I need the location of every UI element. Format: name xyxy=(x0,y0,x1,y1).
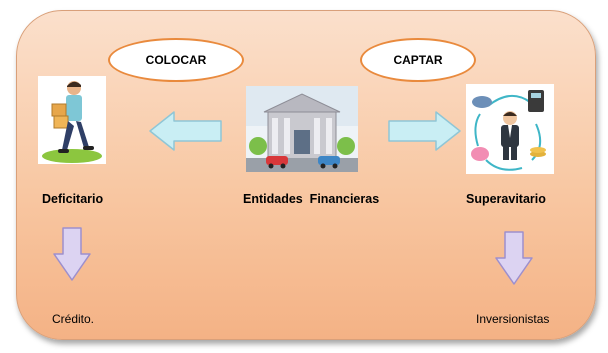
bank-building-icon xyxy=(246,86,358,172)
arrow-down-icon xyxy=(52,226,92,282)
colocar-oval: COLOCAR xyxy=(108,38,244,82)
credito-label: Crédito. xyxy=(52,312,95,326)
colocar-label: COLOCAR xyxy=(145,53,207,67)
arrow-right-icon xyxy=(386,110,462,152)
entidades-financieras-label: Entidades Financieras xyxy=(243,192,380,206)
deficitario-label: Deficitario xyxy=(42,192,104,206)
captar-oval: CAPTAR xyxy=(360,38,476,82)
arrow-down-icon xyxy=(494,230,534,286)
captar-label: CAPTAR xyxy=(393,53,443,67)
superavitario-label: Superavitario xyxy=(466,192,546,206)
arrow-left-icon xyxy=(148,110,224,152)
inversionistas-label: Inversionistas xyxy=(476,312,550,326)
person-carrying-boxes-icon xyxy=(38,76,106,164)
diagram-panel xyxy=(16,10,596,340)
businessman-finance-cycle-icon xyxy=(466,84,554,174)
